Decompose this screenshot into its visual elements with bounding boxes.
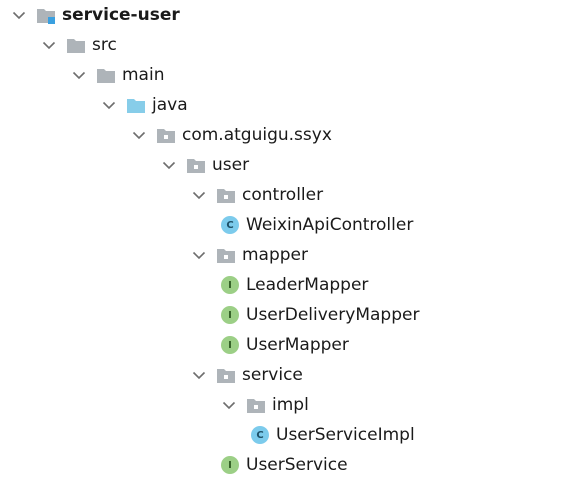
interface-icon: I [221,336,239,354]
tree-node-service-user[interactable]: service-user [10,0,180,30]
tree-node-label: mapper [242,245,309,265]
package-icon [156,126,176,144]
class-icon: C [221,216,239,234]
tree-node-userdeliverymapper[interactable]: I UserDeliveryMapper [220,300,419,330]
tree-node-label: UserService [246,455,348,475]
tree-node-label: UserDeliveryMapper [246,305,420,325]
tree-node-user[interactable]: user [160,150,249,180]
chevron-down-icon[interactable] [160,156,178,174]
folder-icon [96,66,116,84]
tree-node-label: controller [242,185,324,205]
package-icon [186,156,206,174]
package-icon [216,186,236,204]
tree-node-label: service [242,365,303,385]
interface-icon: I [221,306,239,324]
interface-icon: I [221,456,239,474]
tree-node-label: impl [272,395,309,415]
tree-node-java[interactable]: java [100,90,188,120]
tree-node-label: com.atguigu.ssyx [182,125,332,145]
chevron-down-icon[interactable] [220,396,238,414]
tree-node-leadermapper[interactable]: I LeaderMapper [220,270,368,300]
module-folder-icon [36,6,56,24]
tree-node-com-atguigu-ssyx[interactable]: com.atguigu.ssyx [130,120,332,150]
tree-node-label: UserServiceImpl [276,425,415,445]
source-folder-icon [126,96,146,114]
package-icon [216,246,236,264]
package-icon [246,396,266,414]
chevron-down-icon[interactable] [130,126,148,144]
tree-node-label: user [212,155,250,175]
tree-node-weixinapicontroller[interactable]: C WeixinApiController [220,210,413,240]
tree-node-label: service-user [62,5,180,25]
tree-node-mapper[interactable]: mapper [190,240,308,270]
tree-node-label: WeixinApiController [246,215,414,235]
tree-node-usermapper[interactable]: I UserMapper [220,330,349,360]
tree-node-src[interactable]: src [40,30,117,60]
tree-node-label: main [122,65,165,85]
tree-node-label: LeaderMapper [246,275,369,295]
chevron-down-icon[interactable] [190,246,208,264]
chevron-down-icon[interactable] [70,66,88,84]
tree-node-userserviceimpl[interactable]: C UserServiceImpl [250,420,415,450]
tree-node-main[interactable]: main [70,60,164,90]
tree-node-service[interactable]: service [190,360,303,390]
tree-node-userservice[interactable]: I UserService [220,450,348,479]
folder-icon [66,36,86,54]
package-icon [216,366,236,384]
tree-node-controller[interactable]: controller [190,180,323,210]
tree-node-label: java [152,95,188,115]
interface-icon: I [221,276,239,294]
chevron-down-icon[interactable] [10,6,28,24]
chevron-down-icon[interactable] [190,366,208,384]
chevron-down-icon[interactable] [40,36,58,54]
tree-node-impl[interactable]: impl [220,390,309,420]
chevron-down-icon[interactable] [190,186,208,204]
tree-node-label: src [92,35,117,55]
tree-node-label: UserMapper [246,335,349,355]
class-icon: C [251,426,269,444]
chevron-down-icon[interactable] [100,96,118,114]
